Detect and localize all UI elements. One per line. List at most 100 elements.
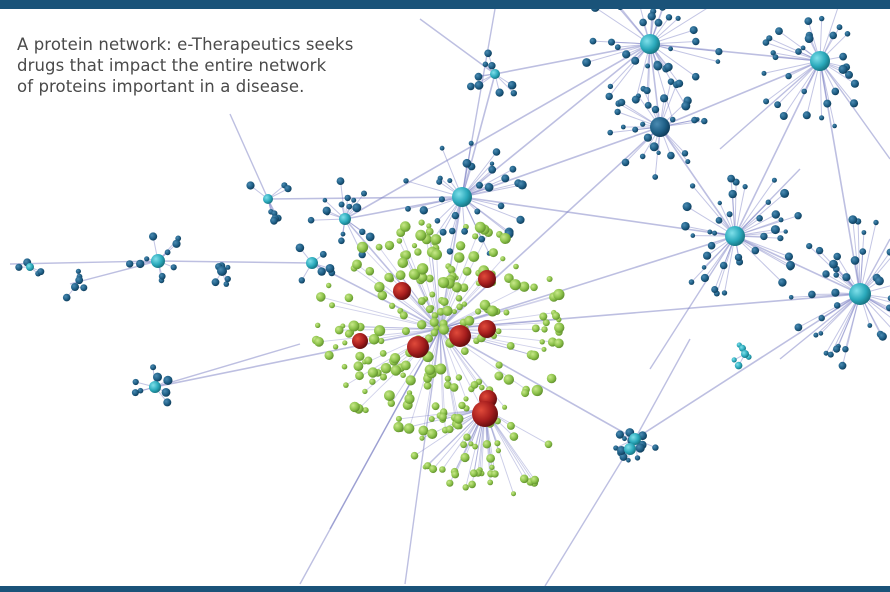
dark-blue-protein-node <box>833 302 841 309</box>
green-protein-node <box>332 344 339 350</box>
dark-blue-protein-node <box>622 50 631 59</box>
dark-blue-protein-node <box>137 387 144 394</box>
green-protein-node <box>400 360 411 371</box>
dark-blue-protein-node <box>474 208 481 215</box>
green-protein-node <box>447 265 456 274</box>
dark-blue-protein-node <box>635 443 645 453</box>
cyan-protein-node <box>731 357 737 363</box>
green-protein-node <box>417 297 426 306</box>
green-protein-node <box>348 320 360 332</box>
green-protein-node <box>375 243 383 251</box>
green-protein-node <box>377 290 388 301</box>
dark-blue-protein-node <box>434 218 441 224</box>
green-protein-node <box>352 259 362 270</box>
green-protein-node <box>329 302 335 309</box>
dark-blue-protein-node <box>161 388 171 397</box>
dark-blue-protein-node <box>626 458 631 463</box>
green-protein-node <box>380 373 387 381</box>
green-protein-node <box>316 292 326 302</box>
dark-blue-protein-node <box>614 108 621 116</box>
cyan-protein-node <box>629 433 641 445</box>
dark-blue-protein-node <box>703 251 712 260</box>
green-protein-node <box>456 303 463 311</box>
network-edge <box>344 43 651 220</box>
green-protein-node <box>430 329 439 337</box>
dark-blue-protein-node <box>358 250 366 259</box>
cyan-protein-node <box>640 34 660 54</box>
dark-blue-protein-node <box>667 78 675 85</box>
dark-blue-protein-node <box>489 161 495 166</box>
green-protein-node <box>342 340 348 346</box>
network-edge <box>439 196 463 330</box>
dark-blue-protein-node <box>845 70 853 79</box>
network-edge <box>734 193 785 237</box>
dark-blue-protein-node <box>338 201 345 208</box>
cyan-protein-node <box>306 257 318 269</box>
dark-blue-protein-node <box>149 232 158 241</box>
dark-blue-protein-node <box>681 101 691 111</box>
dark-blue-protein-node <box>591 9 600 12</box>
cyan-protein-node <box>149 381 161 393</box>
network-edge <box>798 293 861 328</box>
dark-blue-protein-node <box>336 177 345 186</box>
dark-blue-protein-node <box>319 250 327 258</box>
dark-blue-protein-node <box>829 259 838 269</box>
network-edge <box>647 43 651 106</box>
green-protein-node <box>511 491 516 497</box>
network-edge <box>791 293 861 298</box>
green-protein-node <box>458 401 466 410</box>
dark-blue-protein-node <box>848 215 858 225</box>
green-protein-node <box>429 291 436 298</box>
network-edge <box>765 60 821 102</box>
network-edge <box>859 293 890 311</box>
dark-blue-protein-node <box>224 275 231 283</box>
green-protein-node <box>460 441 467 449</box>
green-protein-node <box>472 443 478 450</box>
network-edge <box>461 196 521 221</box>
network-edge <box>439 328 442 370</box>
network-edge <box>649 43 674 120</box>
green-protein-node <box>544 440 553 449</box>
green-protein-node <box>426 223 432 229</box>
dark-blue-protein-node <box>621 158 630 167</box>
dark-blue-protein-node <box>225 264 231 270</box>
network-edge <box>439 258 504 330</box>
green-protein-node <box>531 324 540 333</box>
green-protein-node <box>343 382 349 388</box>
green-protein-node <box>395 270 406 281</box>
dark-blue-protein-node <box>631 56 640 65</box>
green-protein-node <box>455 374 463 381</box>
dark-blue-protein-node <box>211 278 220 287</box>
dark-blue-protein-node <box>653 61 663 71</box>
dark-blue-protein-node <box>607 129 613 136</box>
dark-blue-protein-node <box>340 231 346 237</box>
green-protein-node <box>438 324 450 335</box>
green-protein-node <box>367 367 379 378</box>
green-protein-node <box>495 328 502 335</box>
dark-blue-protein-node <box>819 15 825 22</box>
green-protein-node <box>489 464 495 470</box>
green-protein-node <box>430 234 442 245</box>
dark-blue-protein-node <box>707 229 713 235</box>
dark-blue-protein-node <box>819 115 825 121</box>
dark-blue-protein-node <box>804 17 813 25</box>
dark-blue-protein-node <box>359 228 366 235</box>
green-protein-node <box>468 480 476 489</box>
dark-blue-protein-node <box>322 197 328 203</box>
dark-blue-protein-node <box>681 150 689 157</box>
dark-blue-protein-node <box>774 101 781 109</box>
dark-blue-protein-node <box>813 332 819 338</box>
dark-blue-protein-node <box>447 178 453 184</box>
dark-blue-protein-node <box>284 185 292 193</box>
green-protein-node <box>488 248 498 258</box>
green-protein-node <box>444 375 451 382</box>
dark-blue-protein-node <box>647 12 656 21</box>
dark-blue-protein-node <box>844 31 851 37</box>
network-edge <box>734 235 791 266</box>
green-protein-node <box>464 315 475 326</box>
dark-blue-protein-node <box>144 256 150 262</box>
red-protein-node <box>407 336 429 358</box>
green-protein-node <box>355 351 365 361</box>
green-protein-node <box>463 396 469 402</box>
dark-blue-protein-node <box>874 276 884 286</box>
